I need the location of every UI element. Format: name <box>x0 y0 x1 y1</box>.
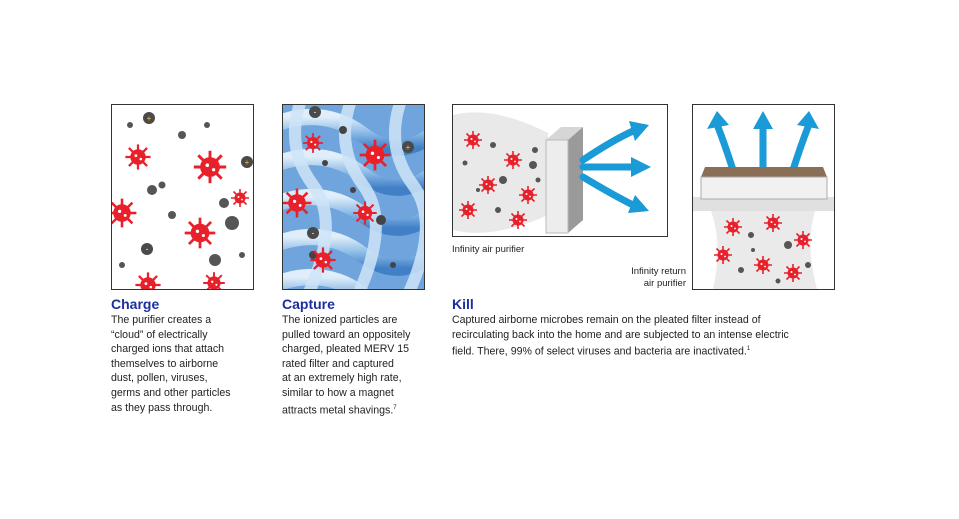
text-line: The ionized particles are <box>282 314 398 326</box>
text-line-content: attracts metal shavings. <box>282 404 394 417</box>
air-purifier-caption: Infinity air purifier <box>452 244 525 255</box>
return-air-purifier-illustration <box>692 104 835 290</box>
capture-heading: Capture <box>282 296 335 312</box>
charge-heading: Charge <box>111 296 160 312</box>
footnote-marker: 7 <box>393 404 397 411</box>
text-line: similar to how a magnet <box>282 386 394 399</box>
text-line: charged, pleated MERV 15 <box>282 343 410 356</box>
text-line: “cloud” of electrically <box>111 328 208 341</box>
text-line: field. There, 99% of select viruses and … <box>452 342 789 359</box>
text-line: germs and other particles <box>111 386 231 399</box>
charge-text: The purifier creates a “cloud” of electr… <box>111 313 231 415</box>
text-line: dust, pollen, viruses, <box>111 372 208 385</box>
text-line: attracts metal shavings.7 <box>282 401 410 418</box>
text-line: rated filter and captured <box>282 357 394 370</box>
charge-illustration <box>111 104 254 290</box>
kill-text: Captured airborne microbes remain on the… <box>452 313 789 359</box>
text-line: at an extremely high rate, <box>282 372 402 385</box>
air-purifier-illustration <box>452 104 668 237</box>
text-line: The purifier creates a <box>111 314 212 326</box>
text-line-content: field. There, 99% of select viruses and … <box>452 345 747 358</box>
capture-illustration <box>282 104 425 290</box>
text-line: recirculating back into the home and are… <box>452 328 789 341</box>
text-line: charged ions that attach <box>111 343 225 356</box>
text-line: Captured airborne microbes remain on the… <box>452 314 761 326</box>
kill-heading: Kill <box>452 296 474 312</box>
footnote-marker: 1 <box>746 346 751 353</box>
text-line: themselves to airborne <box>111 357 219 370</box>
caption-line: Infinity return <box>631 266 686 277</box>
text-line: pulled toward an oppositely <box>282 328 411 341</box>
text-line: as they pass through. <box>111 401 213 414</box>
caption-line: air purifier <box>643 278 686 289</box>
capture-text: The ionized particles are pulled toward … <box>282 313 410 418</box>
return-air-purifier-caption: Infinity return air purifier <box>600 266 686 290</box>
